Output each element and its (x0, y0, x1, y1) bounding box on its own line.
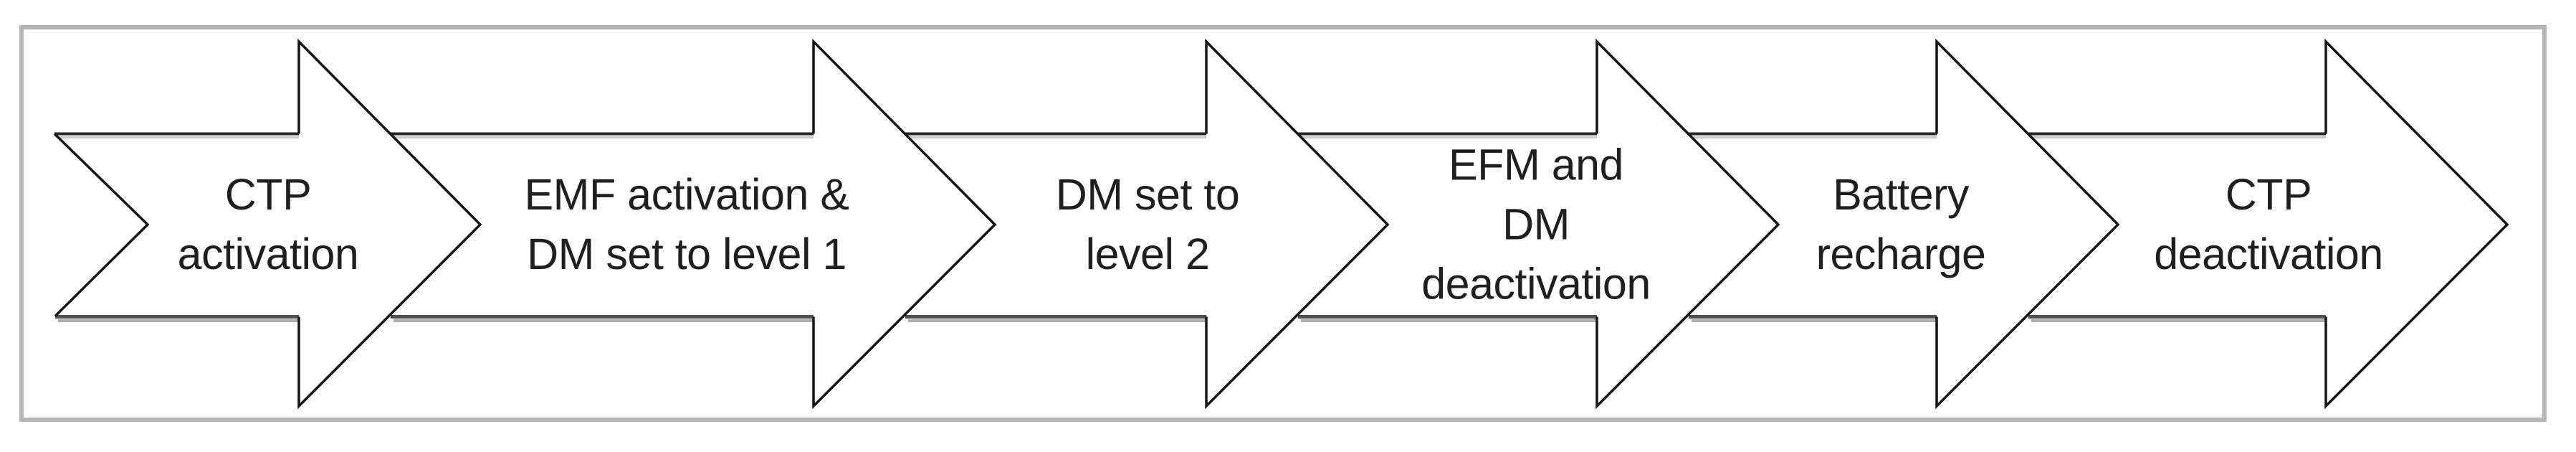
arrow-head (1205, 38, 1390, 410)
arrow-head (812, 38, 997, 410)
arrow-head (297, 38, 482, 410)
arrow-head (1935, 38, 2120, 410)
arrow-head (1595, 38, 1780, 410)
arrow-head (2324, 38, 2509, 410)
first-arrow-tail-notch (53, 133, 150, 317)
arrow-heads (297, 38, 2509, 410)
